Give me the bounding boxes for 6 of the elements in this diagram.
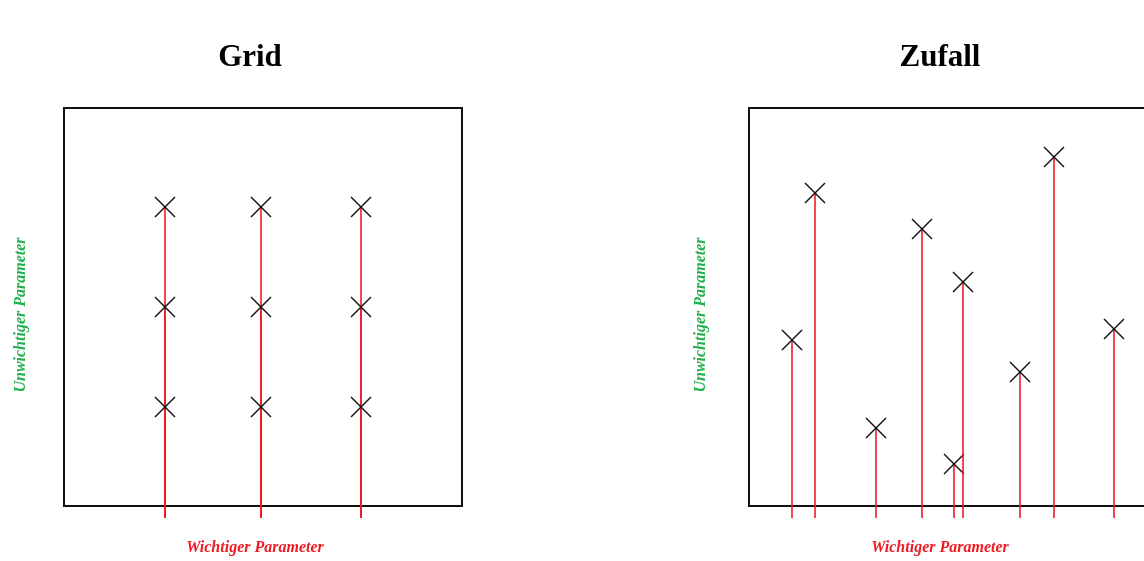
- x-axis-label: Wichtiger Parameter: [871, 538, 1009, 556]
- chart-title: Zufall: [899, 38, 981, 74]
- chart-title: Grid: [218, 38, 282, 74]
- y-axis-label: Unwichtiger Parameter: [11, 237, 29, 393]
- y-axis-label: Unwichtiger Parameter: [691, 237, 709, 393]
- x-axis-label: Wichtiger Parameter: [186, 538, 324, 556]
